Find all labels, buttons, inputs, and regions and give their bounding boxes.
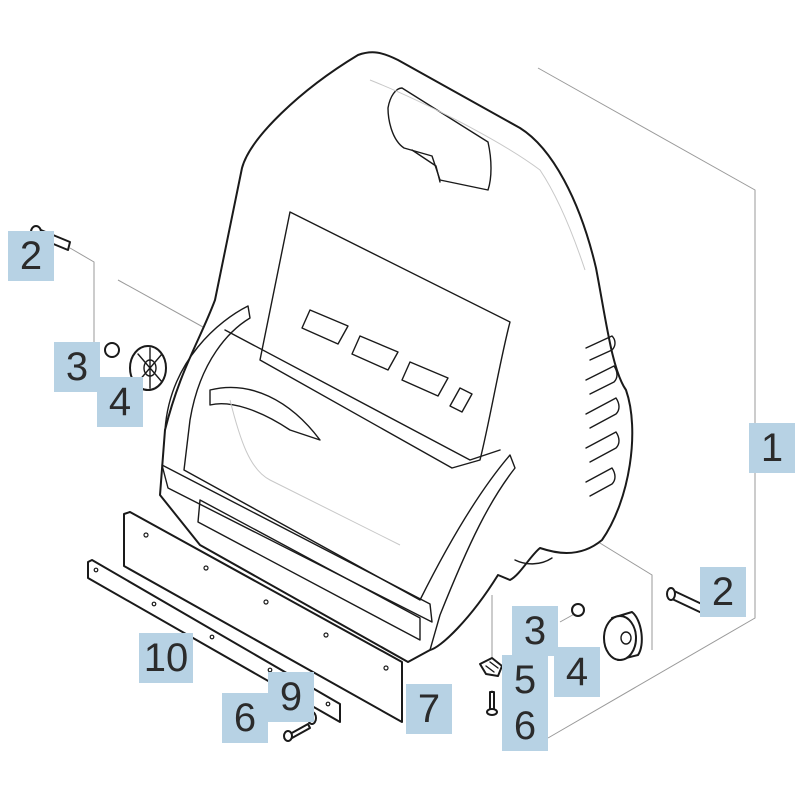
rib-3 xyxy=(585,397,620,429)
callout-10-text: 10 xyxy=(143,636,189,680)
right-axle-parts xyxy=(571,587,707,661)
top-tray xyxy=(259,211,511,469)
callout-3-right-text: 3 xyxy=(523,609,547,653)
callout-1: 1 xyxy=(749,423,795,473)
callout-6-right: 6 xyxy=(502,701,548,751)
strip-10-hole-2 xyxy=(151,601,157,607)
plate-7-hole-5 xyxy=(383,665,389,671)
plate-7-hole-2 xyxy=(203,565,209,571)
strip-10-hole-3 xyxy=(209,634,215,640)
rib-4 xyxy=(585,431,620,463)
lower-panel xyxy=(197,499,421,641)
rib-2 xyxy=(585,365,618,395)
rib-5 xyxy=(585,467,616,497)
callout-5: 5 xyxy=(502,655,548,705)
screw-6-right-head xyxy=(486,708,498,716)
slot-1 xyxy=(301,309,349,345)
callout-7-text: 7 xyxy=(417,687,441,731)
clip-5 xyxy=(479,657,503,677)
callout-1-text: 1 xyxy=(760,426,784,470)
callout-4-left: 4 xyxy=(97,377,143,427)
housing-body xyxy=(159,51,634,663)
callout-2-right-text: 2 xyxy=(711,570,735,614)
callout-7: 7 xyxy=(406,684,452,734)
strip-10-hole-4 xyxy=(267,667,273,673)
clip-5-detail xyxy=(485,661,499,673)
callout-9: 9 xyxy=(268,672,314,722)
plate-7-hole-4 xyxy=(323,632,329,638)
slot-3 xyxy=(401,361,449,397)
callout-6-right-text: 6 xyxy=(513,704,537,748)
plate-7-hole-1 xyxy=(143,532,149,538)
rib-1 xyxy=(585,335,616,361)
front-recess xyxy=(161,464,433,623)
callout-10: 10 xyxy=(139,633,193,683)
wheel-right xyxy=(603,615,637,661)
callout-3-left-text: 3 xyxy=(65,345,89,389)
strip-10-hole-1 xyxy=(93,567,99,573)
leader-1 xyxy=(537,67,756,739)
callout-4-right: 4 xyxy=(554,647,600,697)
callout-2-right: 2 xyxy=(700,567,746,617)
plate-7-hole-3 xyxy=(263,599,269,605)
bushing-left xyxy=(104,342,120,358)
callout-4-left-text: 4 xyxy=(108,380,132,424)
handle-inner-edge xyxy=(411,149,441,183)
callout-2-left: 2 xyxy=(8,231,54,281)
cavity-back xyxy=(229,399,401,546)
screw-6-left-head xyxy=(283,730,293,742)
callout-2-left-text: 2 xyxy=(19,234,43,278)
callout-6-left: 6 xyxy=(222,693,268,743)
bushing-right xyxy=(571,603,585,617)
leader-2-left xyxy=(69,247,95,350)
plate-7 xyxy=(123,511,403,723)
callout-3-left: 3 xyxy=(54,342,100,392)
wheel-right-hub xyxy=(620,631,632,645)
callout-6-left-text: 6 xyxy=(233,696,257,740)
axle-pin-right-head xyxy=(666,587,676,601)
tray-lip xyxy=(224,329,501,461)
callout-3-right: 3 xyxy=(512,606,558,656)
slot-2 xyxy=(351,335,399,371)
shell-inner-edge xyxy=(369,79,586,271)
callout-5-text: 5 xyxy=(513,658,537,702)
callout-4-right-text: 4 xyxy=(565,650,589,694)
strip-10-hole-5 xyxy=(325,701,331,707)
slot-4 xyxy=(449,387,473,413)
leader-body-left xyxy=(117,279,213,333)
callout-9-text: 9 xyxy=(279,675,303,719)
handle-opening xyxy=(387,87,492,191)
screw-6-left xyxy=(289,723,311,739)
leader-2-right xyxy=(594,539,653,650)
housing-shell xyxy=(159,51,634,663)
leader-lines xyxy=(69,67,756,739)
front-drum xyxy=(164,305,516,651)
foot-recess xyxy=(514,557,553,565)
inner-cavity xyxy=(209,386,321,441)
